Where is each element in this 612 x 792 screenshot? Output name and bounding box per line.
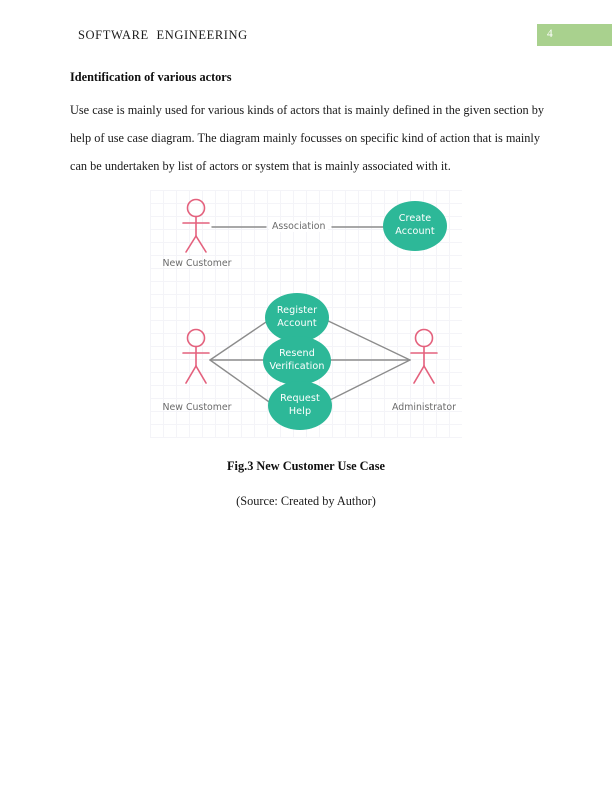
association-label: Association [269, 221, 329, 232]
usecase-request-help[interactable]: Request Help [268, 381, 332, 430]
diagram-vector-layer [182, 198, 438, 405]
actor-label-administrator: Administrator [392, 402, 456, 413]
actor-administrator-figure [410, 328, 438, 384]
actor-label-new-customer-bottom: New Customer [162, 402, 232, 413]
usecase-line-1: Resend [279, 347, 315, 359]
usecase-connectors [209, 317, 411, 405]
header-title: SOFTWARE ENGINEERING [78, 28, 248, 42]
figure-caption: Fig.3 New Customer Use Case [227, 459, 385, 473]
page-number-badge: 4 [537, 24, 612, 46]
usecase-line-1: Register [276, 304, 318, 316]
page-number: 4 [547, 28, 553, 40]
body-paragraph: Use case is mainly used for various kind… [70, 96, 544, 180]
actor-new-customer-top-figure [182, 198, 210, 253]
section-heading: Identification of various actors [70, 70, 232, 84]
figure-source: (Source: Created by Author) [236, 494, 376, 508]
usecase-line-2: Account [395, 226, 435, 237]
usecase-register-account[interactable]: Register Account [265, 293, 329, 342]
usecase-resend-verification[interactable]: Resend Verification [263, 336, 331, 385]
use-case-diagram: Association Create Account Register Acco… [150, 190, 462, 438]
usecase-line-2: Verification [269, 360, 325, 372]
usecase-line-1: Create [398, 213, 432, 225]
usecase-create-account[interactable]: Create Account [383, 201, 447, 251]
actor-new-customer-bottom-figure [182, 328, 210, 384]
usecase-line-2: Help [288, 405, 312, 417]
actor-label-new-customer-top: New Customer [162, 258, 232, 269]
usecase-line-1: Request [280, 392, 320, 404]
paragraph-line: help of use case diagram. The diagram ma… [70, 131, 540, 145]
paragraph-line: Use case is mainly used for various kind… [70, 103, 545, 117]
usecase-line-2: Account [277, 317, 317, 329]
paragraph-line: can be undertaken by list of actors or s… [70, 159, 451, 173]
document-header: SOFTWARE ENGINEERING 4 [0, 0, 612, 58]
